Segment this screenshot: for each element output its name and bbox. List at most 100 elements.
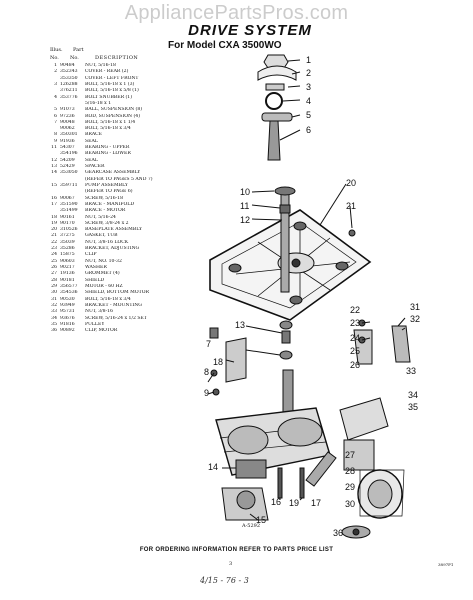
part-illus-number: 24 xyxy=(51,252,57,258)
part-number: 15875 xyxy=(60,252,75,258)
part-number: 90161 xyxy=(60,214,75,220)
part-description: BALL, SUSPENSION (8) xyxy=(85,107,143,113)
part-illus-number: 33 xyxy=(51,309,57,315)
part-description: BOLT, 5/16-18 x 3/4 xyxy=(85,126,131,132)
part-description: ROD, SUSPENSION (4) xyxy=(85,113,141,119)
part-number: 90170 xyxy=(60,220,75,226)
part-number: 354196 xyxy=(60,151,78,157)
callout-7: 7 xyxy=(206,339,211,349)
part-illus-number: 18 xyxy=(51,214,57,220)
part-description: BRACE xyxy=(85,132,103,138)
part-description: BEARING - LOWER xyxy=(85,151,131,157)
part-description: CLIP xyxy=(85,252,97,258)
callout-23: 23 xyxy=(350,318,360,328)
part-number: 354536 xyxy=(60,290,78,296)
parts-list-row: 5/16-18 x 1 xyxy=(46,101,211,107)
part-number: 90067 xyxy=(60,195,75,201)
page-number: 3 xyxy=(229,561,233,567)
callout-18: 18 xyxy=(213,357,223,367)
part-illus-number: 29 xyxy=(51,283,57,289)
callout-16: 16 xyxy=(271,497,281,507)
part-number: 35286 xyxy=(60,246,75,252)
ordering-footer: FOR ORDERING INFORMATION REFER TO PARTS … xyxy=(139,547,334,553)
callout-20: 20 xyxy=(346,178,356,188)
part-description: MOTOR - 60 HZ xyxy=(85,283,123,289)
callout-1: 1 xyxy=(306,55,311,65)
part-number: 350301 xyxy=(60,132,78,138)
part-description: (REFER TO PAGE 6) xyxy=(85,189,133,195)
part-description: SCREW, 3/8-24 x 2 xyxy=(85,220,129,226)
part-illus-number: 36 xyxy=(51,328,57,334)
callout-24: 24 xyxy=(350,333,360,343)
part-illus-number: 31 xyxy=(51,296,57,302)
part-description: BOLT, 5/16-18 x 3/4 xyxy=(85,296,131,302)
part-number: 376211 xyxy=(60,88,78,94)
part-illus-number: 5 xyxy=(54,107,57,113)
part-description: BRACKET, ADJUSTING xyxy=(85,246,140,252)
callout-9: 9 xyxy=(204,388,209,398)
part-illus-number: 16 xyxy=(51,195,57,201)
part-illus-number: 25 xyxy=(51,258,57,264)
part-number: 52429 xyxy=(60,164,75,169)
callout-28: 28 xyxy=(345,466,355,476)
part-number: 90892 xyxy=(60,328,75,334)
part-illus-number: 23 xyxy=(51,246,57,252)
part-illus-number: 14 xyxy=(51,170,57,176)
part-illus-number: 3 xyxy=(54,81,57,87)
callout-5: 5 xyxy=(306,110,311,120)
part-description: WASHER xyxy=(85,265,107,270)
col-header-partno: No. xyxy=(70,55,79,61)
part-description: BOLT, 5/16-18 x 1 1/4 xyxy=(85,119,136,125)
callout-29: 29 xyxy=(345,482,355,492)
part-number: 54209 xyxy=(60,157,75,163)
snubber-part xyxy=(265,92,283,110)
callout-22: 22 xyxy=(350,305,360,315)
part-number: 90530 xyxy=(60,296,75,302)
part-description: BRACE - MOTOR xyxy=(85,208,126,214)
part-illus-number: 20 xyxy=(51,227,57,233)
callout-10: 10 xyxy=(240,187,250,197)
callout-26: 26 xyxy=(350,360,360,370)
part-number: 90181 xyxy=(60,277,75,283)
part-number: 19136 xyxy=(60,271,75,277)
part-illus-number: 32 xyxy=(51,302,57,308)
part-illus-number: 19 xyxy=(51,220,57,226)
part-illus-number: 35 xyxy=(51,321,57,327)
callout-36: 36 xyxy=(333,528,343,538)
part-illus-number: 6 xyxy=(54,113,57,119)
part-description: PULLEY xyxy=(85,321,105,327)
part-illus-number: 28 xyxy=(51,277,57,283)
part-illus-number: 34 xyxy=(51,315,57,321)
part-description: (REFER TO PAGES 5 AND 7) xyxy=(85,176,153,182)
callout-31: 31 xyxy=(410,302,420,312)
part-illus-number: 2 xyxy=(54,69,57,75)
part-illus-number: 7 xyxy=(54,119,57,125)
part-number: 91073 xyxy=(60,107,75,113)
cover-part xyxy=(257,65,297,81)
callout-17: 17 xyxy=(311,498,321,508)
part-illus-number: 15 xyxy=(51,182,57,188)
part-illus-number: 21 xyxy=(51,233,57,239)
part-description: NUT, 3/8-16 LOCK xyxy=(85,239,129,245)
part-illus-number: 4 xyxy=(54,94,57,100)
part-description: BEARING - UPPER xyxy=(85,145,130,151)
